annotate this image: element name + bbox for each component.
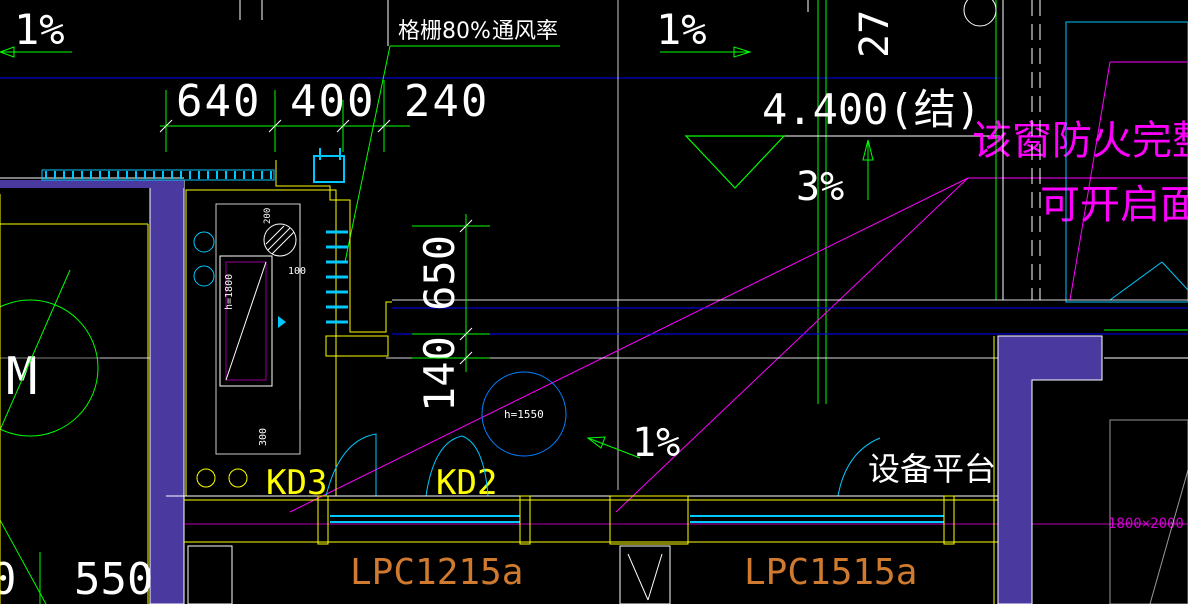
shaft-outline [185, 189, 337, 497]
window-post-1 [317, 495, 329, 545]
lpc-label-1: LPC1215a [350, 552, 523, 593]
door-swing-3 [837, 437, 881, 497]
wall-left-purple [149, 179, 185, 604]
shaft-duct [219, 255, 273, 387]
pipe-circle-2 [193, 265, 215, 287]
pipe-circle-1 [193, 231, 215, 253]
shaft-inner [215, 203, 301, 455]
dim-vert-slash-1 [459, 219, 473, 233]
slope-label-top-mid: 1% [656, 5, 707, 54]
dim-vert-slash-3 [459, 351, 473, 365]
wall-top-strip [0, 180, 184, 188]
kd-circle-1 [196, 468, 216, 488]
window-sketch-4 [1161, 261, 1188, 291]
appliance-diag2 [647, 553, 663, 601]
meter-circle [0, 299, 99, 437]
slope-arrow-head-mid [733, 46, 752, 58]
appliance-box [187, 545, 233, 604]
meter-line-diag [0, 269, 71, 431]
vent-outline [275, 160, 392, 333]
slope-3-arrow-head [862, 139, 874, 161]
dim-1800-2000: 1800×2000 [1108, 516, 1184, 532]
kd-circle-2 [228, 468, 248, 488]
slope-arrow-head-left [0, 46, 15, 58]
kd2-label: KD2 [436, 463, 497, 503]
window-post-3 [609, 495, 689, 545]
window-note-leader-2 [615, 177, 969, 513]
window-note-line2: 可开启面积 [1040, 182, 1188, 228]
window-post-2 [519, 495, 531, 545]
grille-note-part2: 通风率 [492, 19, 558, 44]
slope-mid-arrow [587, 437, 641, 459]
grille-note-part1: 格栅80% [398, 19, 491, 44]
window-note-line1: 该窗防火完整性 [972, 118, 1188, 164]
hatch-1 [267, 227, 291, 251]
dim-slash-1 [159, 119, 173, 133]
appliance-box-2 [619, 545, 671, 604]
elevation-label: 4.400(结) [762, 85, 981, 134]
slope-label-3: 3% [796, 164, 844, 210]
dim-640-400-240: 640 400 240 [176, 76, 489, 127]
grille-strip [41, 169, 275, 181]
small-h-label: h=1800 [224, 274, 235, 310]
dim-vert-slash-2 [459, 327, 473, 341]
column-marker-circle [963, 0, 997, 27]
dim-slash-4 [377, 119, 391, 133]
meter-line-diag2 [0, 519, 47, 604]
dim-27: 27 [852, 10, 898, 58]
dim-slash-3 [336, 119, 350, 133]
dim-0-bottom: 0 [0, 554, 17, 604]
window-sketch-1 [1069, 61, 1111, 301]
column-top-right [1065, 21, 1188, 303]
small-dim-300: 300 [258, 428, 269, 446]
floor-drain-circle [481, 371, 567, 457]
small-dim-200: 200 [263, 208, 273, 224]
door-swing-2 [425, 435, 489, 497]
dim-slash-2 [268, 119, 282, 133]
shaft-duct-diag [225, 261, 267, 381]
lpc-label-2: LPC1515a [744, 552, 917, 593]
room-right-diag [1149, 469, 1188, 604]
appliance-diag [627, 553, 649, 601]
vent-louvers [326, 230, 348, 324]
small-dim-100: 100 [288, 266, 306, 277]
window-sketch-3 [1109, 261, 1163, 301]
shaft-duct-inner [225, 261, 267, 381]
grille-strip-bars [45, 171, 272, 179]
window-post-4 [943, 495, 955, 545]
window-note-leader-1 [289, 177, 969, 513]
hatch-3 [265, 225, 285, 245]
shaft-arrow [278, 316, 286, 328]
elevation-triangle [684, 135, 786, 189]
slope-label-mid: 1% [632, 420, 680, 466]
dim-550: 550 [74, 554, 153, 604]
equipment-platform-label: 设备平台 [868, 450, 996, 488]
hatch-2 [271, 231, 295, 255]
pipe-hatched-circle [263, 223, 297, 257]
door-swing-1 [325, 433, 377, 497]
dim-140-650: 140 650 [415, 235, 464, 412]
wall-right-purple [997, 335, 1103, 604]
vent-sill [325, 335, 389, 357]
grille-leader [344, 45, 391, 263]
slope-label-top-left: 1% [14, 5, 65, 54]
room-right-outline [1109, 419, 1188, 604]
slope-mid-arrow-head [586, 436, 606, 449]
vent-box-top [313, 155, 345, 183]
floor-drain-label: h=1550 [504, 408, 544, 421]
